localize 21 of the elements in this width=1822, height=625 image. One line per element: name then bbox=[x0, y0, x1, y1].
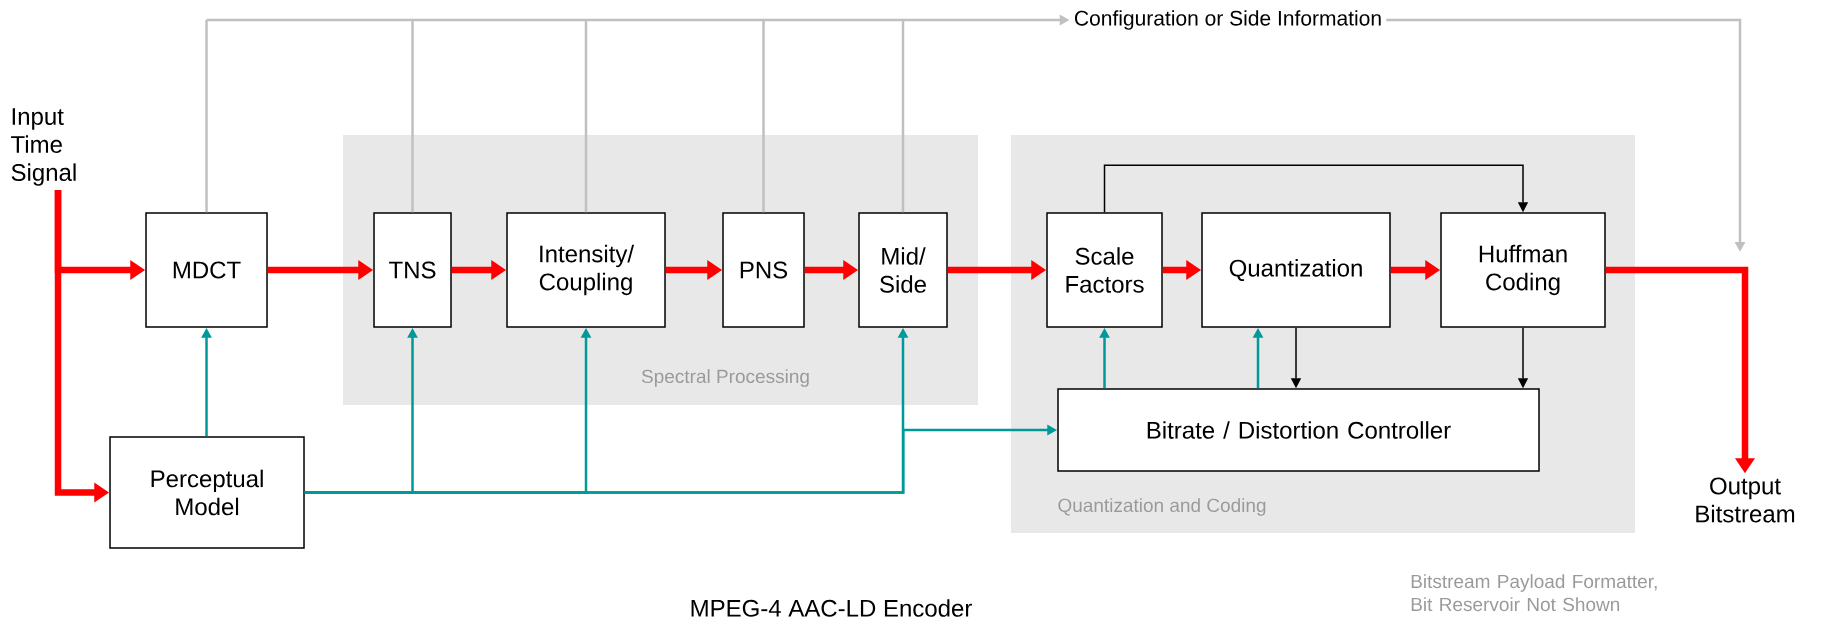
process-box: MDCT bbox=[145, 212, 268, 328]
process-box: Quantization bbox=[1201, 212, 1391, 328]
signal-label: Input Time Signal bbox=[11, 108, 76, 186]
branch-line bbox=[762, 20, 765, 213]
process-box: Mid/ Side bbox=[858, 212, 948, 328]
process-box: Huffman Coding bbox=[1440, 212, 1606, 328]
process-box: Intensity/ Coupling bbox=[506, 212, 666, 328]
caption: MPEG-4 AAC-LD Encoder bbox=[691, 599, 972, 617]
branch-line bbox=[584, 20, 588, 213]
process-box: TNS bbox=[373, 212, 452, 328]
signal-label: Output Bitstream bbox=[1696, 477, 1795, 523]
branch-line bbox=[901, 20, 905, 213]
note: Bitstream Payload Formatter, Bit Reservoir Not Shown bbox=[1411, 574, 1657, 612]
process-box: Scale Factors bbox=[1046, 212, 1163, 328]
branch-line bbox=[411, 20, 414, 213]
process-box: Perceptual Model bbox=[109, 436, 305, 549]
signal-label: Configuration or Side Information bbox=[1075, 10, 1381, 30]
branch-line bbox=[205, 20, 208, 213]
process-box: Bitrate / Distortion Controller bbox=[1057, 388, 1540, 472]
arrow bbox=[1103, 164, 1529, 213]
process-box: PNS bbox=[722, 212, 805, 328]
